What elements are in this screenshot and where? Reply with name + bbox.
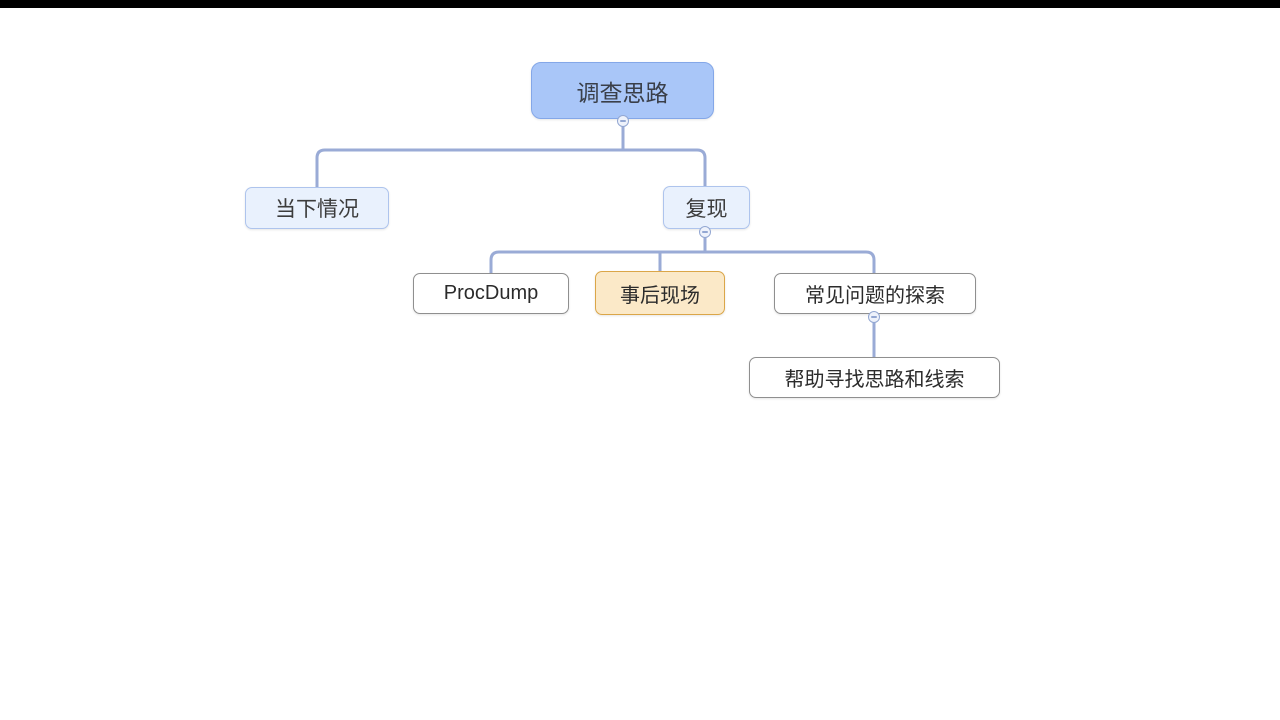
node-current-situation[interactable]: 当下情况 [245,187,389,229]
node-reproduce[interactable]: 复现 [663,186,750,229]
collapse-minus-icon [871,316,877,318]
node-root[interactable]: 调查思路 [531,62,714,119]
collapse-minus-icon [620,120,626,122]
node-common-problems[interactable]: 常见问题的探索 [774,273,976,314]
collapse-button-common-problems[interactable] [868,311,880,323]
node-aftermath-scene[interactable]: 事后现场 [595,271,725,315]
collapse-minus-icon [702,231,708,233]
node-find-clues[interactable]: 帮助寻找思路和线索 [749,357,1000,398]
collapse-button-root[interactable] [617,115,629,127]
connector-level1-branch [315,148,707,190]
collapse-button-reproduce[interactable] [699,226,711,238]
top-edge-bar [0,0,1280,8]
node-procdump[interactable]: ProcDump [413,273,569,314]
